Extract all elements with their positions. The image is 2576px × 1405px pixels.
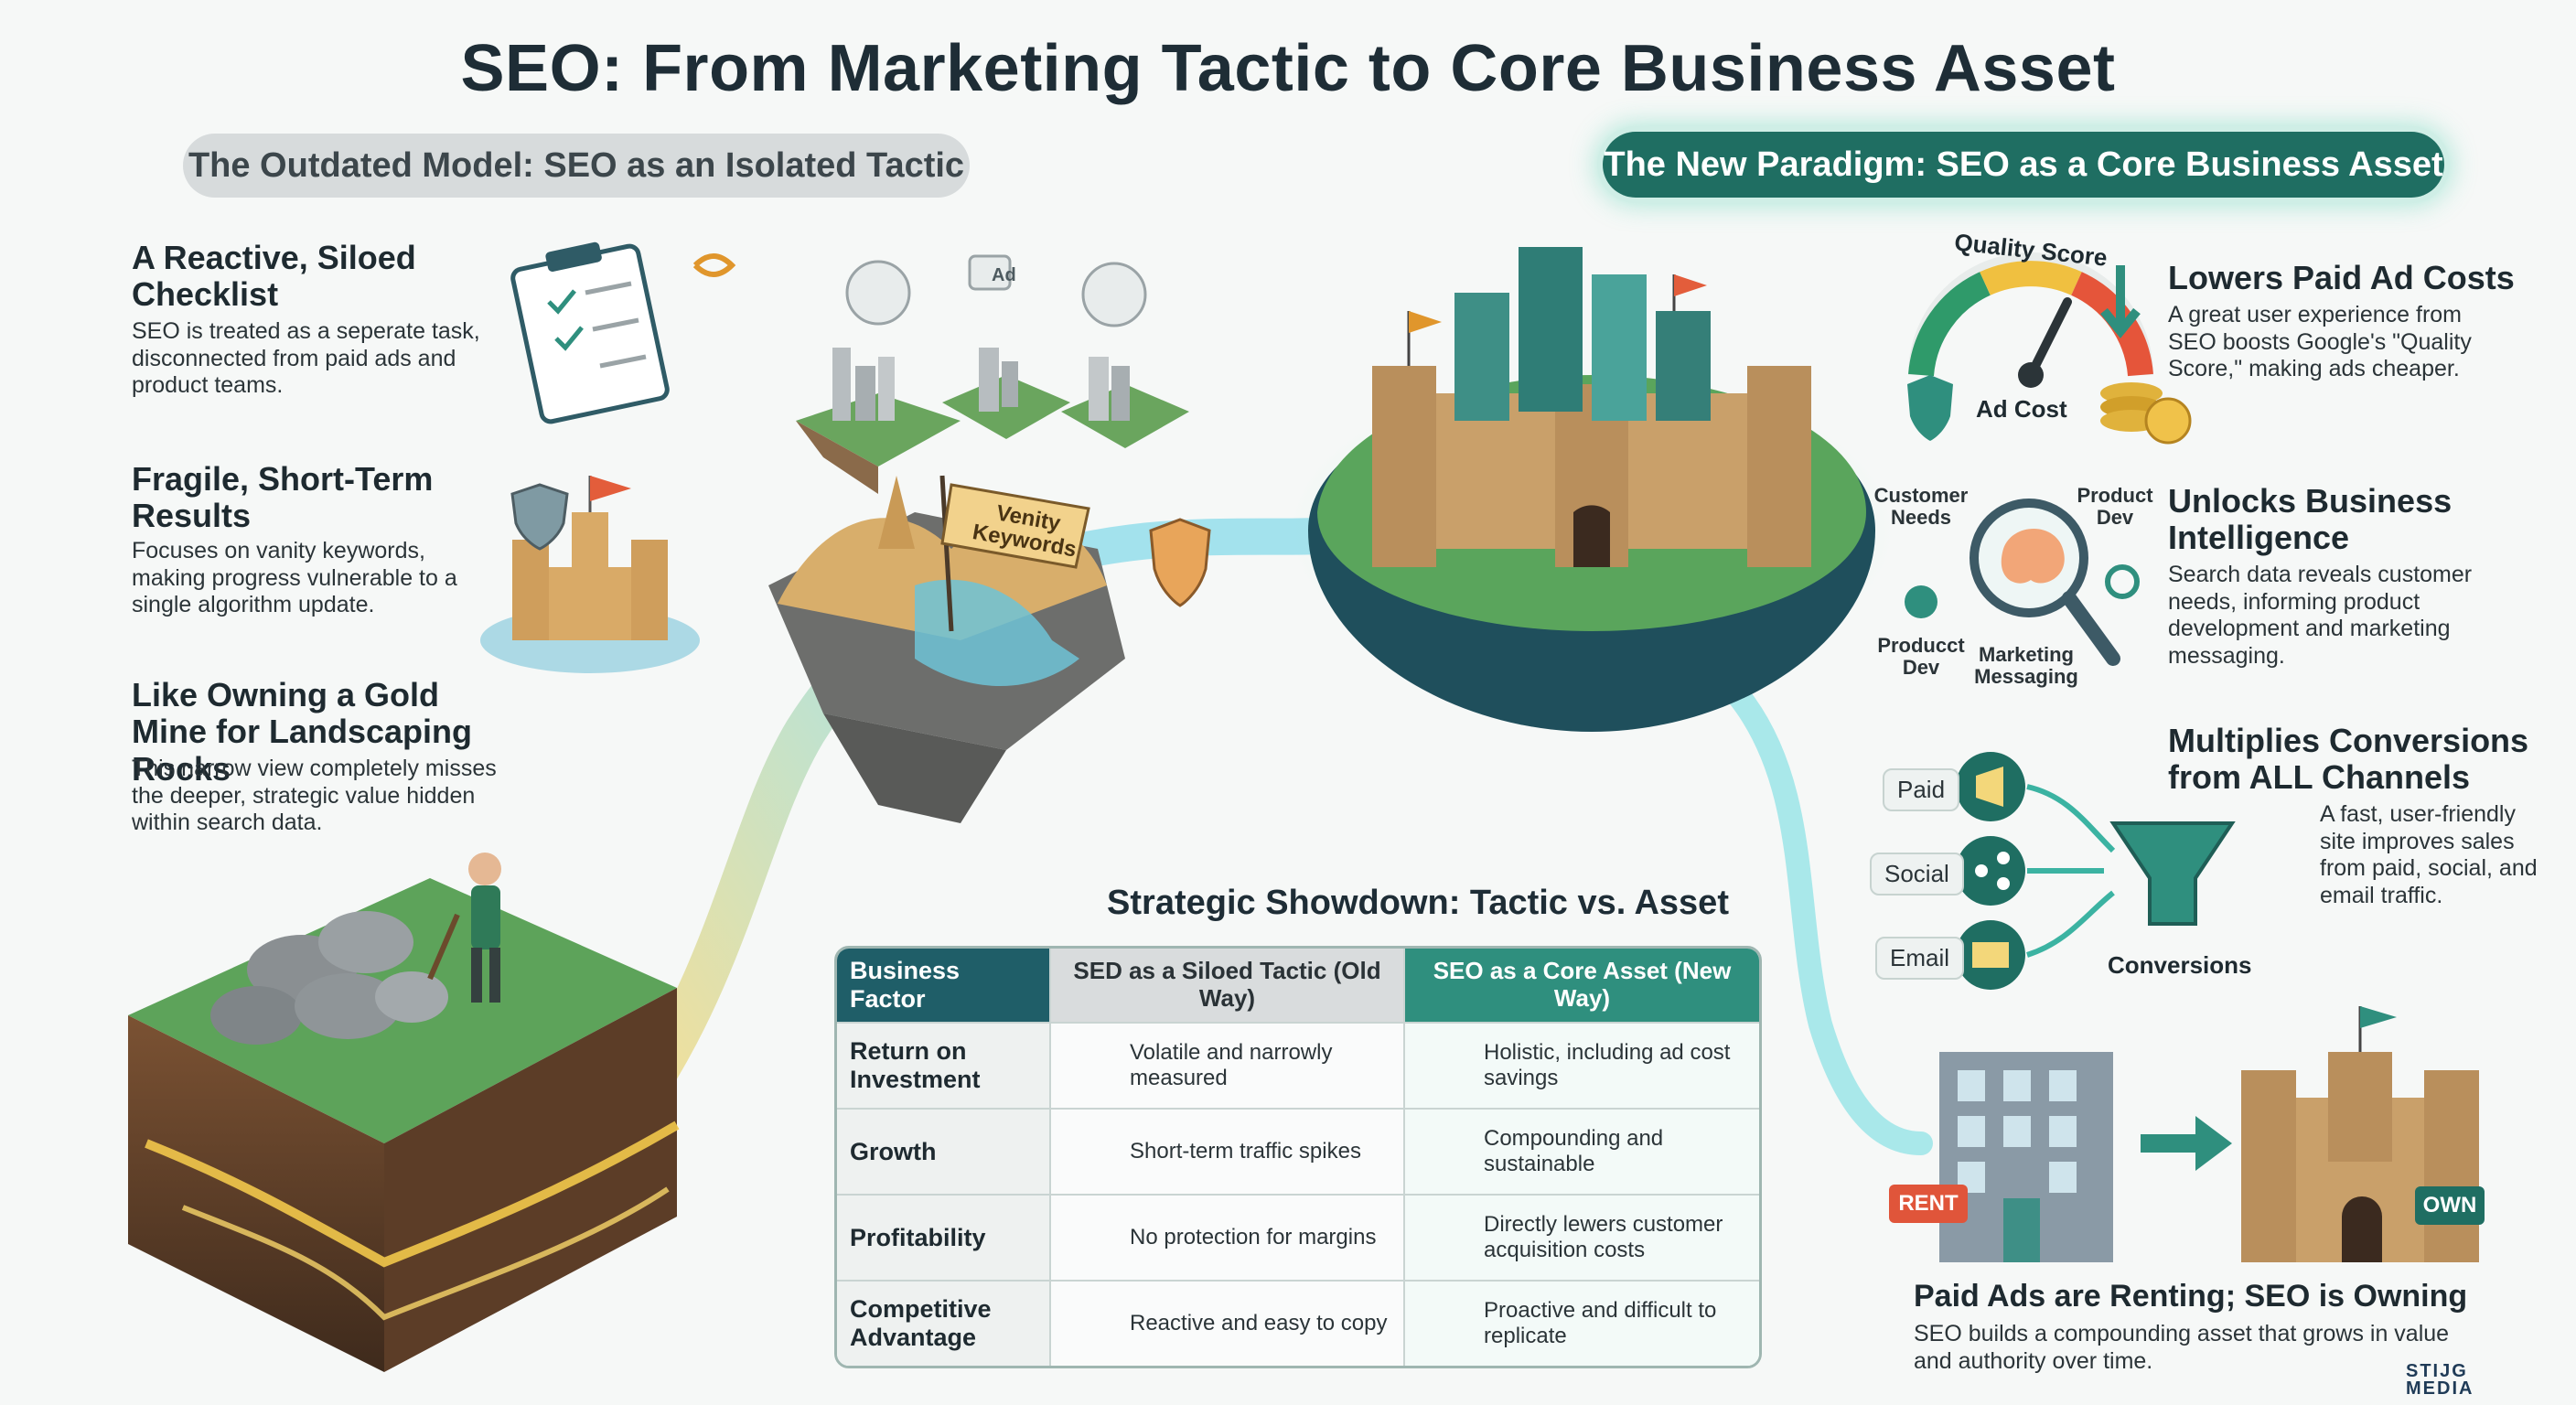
row-factor: Growth bbox=[837, 1110, 1051, 1194]
river-to-building bbox=[1726, 683, 1933, 1155]
right-point-2-body: Search data reveals customer needs, info… bbox=[2168, 562, 2473, 669]
tree-icon bbox=[1405, 1112, 1484, 1191]
sand-island-illustration bbox=[768, 476, 1125, 823]
row-factor: Return on Investment bbox=[837, 1024, 1051, 1108]
bi-product-dev-top-label: Product Dev bbox=[2077, 484, 2153, 530]
floating-islands bbox=[796, 254, 1189, 494]
row-new: Directly lewers customer acquisition cos… bbox=[1484, 1212, 1723, 1262]
row-new: Compounding and sustainable bbox=[1484, 1126, 1664, 1176]
declining-chart-icon bbox=[1051, 1026, 1130, 1105]
right-point-3-body: A fast, user-friendly site improves sale… bbox=[2320, 801, 2538, 908]
left-point-1-heading: A Reactive, Siloed Checklist bbox=[132, 239, 416, 314]
old-model-label: The Outdated Model: SEO as an Isolated T… bbox=[183, 134, 970, 198]
new-model-label: The New Paradigm: SEO as a Core Business… bbox=[1603, 132, 2444, 198]
broken-cash-icon bbox=[1051, 1198, 1130, 1277]
bi-product-dev-left-label: Producct Dev bbox=[1877, 634, 1965, 680]
table-row: Growth Short-term traffic spikes Compoun… bbox=[837, 1108, 1759, 1194]
renting-owning-heading: Paid Ads are Renting; SEO is Owning bbox=[1914, 1279, 2468, 1314]
rent-own-illustration bbox=[1889, 1006, 2485, 1262]
channel-social-label: Social bbox=[1870, 853, 1964, 896]
header-old-way: SED as a Siloed Tactic (Old Way) bbox=[1051, 949, 1405, 1022]
gold-mine-illustration bbox=[128, 853, 680, 1372]
vanity-flag bbox=[939, 475, 1090, 632]
magnifier-illustration bbox=[1905, 499, 2140, 666]
person-icon bbox=[1051, 1284, 1130, 1363]
knight-shield-icon bbox=[1405, 1284, 1484, 1363]
sprout-icon bbox=[1051, 1112, 1130, 1191]
conversions-label: Conversions bbox=[2108, 951, 2252, 979]
row-new: Proactive and difficult to replicate bbox=[1484, 1298, 1717, 1348]
right-point-3-heading: Multiplies Conversions from ALL Channels bbox=[2168, 722, 2529, 797]
header-new-way: SEO as a Core Asset (New Way) bbox=[1405, 949, 1759, 1022]
row-old: No protection for margins bbox=[1130, 1225, 1377, 1250]
table-header-row: Business Factor SED as a Siloed Tactic (… bbox=[837, 949, 1759, 1022]
renting-owning-body: SEO builds a compounding asset that grow… bbox=[1914, 1321, 2450, 1374]
table-title: Strategic Showdown: Tactic vs. Asset bbox=[1107, 884, 1729, 922]
page-title: SEO: From Marketing Tactic to Core Busin… bbox=[460, 32, 2116, 105]
sandcastle-illustration bbox=[480, 476, 700, 673]
channel-email-label: Email bbox=[1875, 937, 1965, 980]
growth-chart-icon bbox=[1405, 1026, 1484, 1105]
left-point-1-body: SEO is treated as a seperate task, disco… bbox=[132, 318, 480, 398]
table-row: Competitive Advantage Reactive and easy … bbox=[837, 1280, 1759, 1366]
ad-cost-label: Ad Cost bbox=[1976, 395, 2067, 423]
channels-illustration bbox=[1956, 752, 2236, 990]
row-old: Volatile and narrowly measured bbox=[1130, 1040, 1333, 1090]
right-point-1-heading: Lowers Paid Ad Costs bbox=[2168, 259, 2515, 296]
right-point-2-heading: Unlocks Business Intelligence bbox=[2168, 482, 2453, 557]
brand-logo: STIJG MEDIA bbox=[2406, 1361, 2474, 1399]
own-sign: OWN bbox=[2422, 1193, 2477, 1217]
quality-gauge-illustration bbox=[1907, 252, 2192, 445]
row-old: Reactive and easy to copy bbox=[1130, 1311, 1388, 1336]
left-point-3-heading: Like Owning a Gold Mine for Landscaping … bbox=[132, 676, 473, 788]
cracked-shield-icon bbox=[1149, 518, 1211, 607]
row-factor: Profitability bbox=[837, 1196, 1051, 1280]
left-point-2-body: Focuses on vanity keywords, making progr… bbox=[132, 538, 457, 617]
bi-marketing-label: Marketing Messaging bbox=[1974, 643, 2078, 689]
row-new: Holistic, including ad cost savings bbox=[1484, 1040, 1731, 1090]
brand-line-1: STIJG bbox=[2406, 1361, 2468, 1381]
bi-customer-needs-label: Customer Needs bbox=[1873, 484, 1969, 530]
row-old: Short-term traffic spikes bbox=[1130, 1139, 1361, 1164]
row-factor: Competitive Advantage bbox=[837, 1282, 1051, 1366]
table-row: Return on Investment Volatile and narrow… bbox=[837, 1022, 1759, 1108]
right-point-1-body: A great user experience from SEO boosts … bbox=[2168, 302, 2472, 381]
header-business-factor: Business Factor bbox=[837, 949, 1051, 1022]
table-row: Profitability No protection for margins … bbox=[837, 1194, 1759, 1280]
rent-sign: RENT bbox=[1898, 1191, 1959, 1216]
showdown-table: Business Factor SED as a Siloed Tactic (… bbox=[834, 946, 1762, 1368]
castle-island-illustration bbox=[1290, 247, 1894, 732]
channel-paid-label: Paid bbox=[1883, 768, 1960, 811]
clipboard-illustration bbox=[510, 241, 736, 424]
shield-coins-icon bbox=[1405, 1198, 1484, 1277]
ad-tag-label: Ad bbox=[992, 265, 1016, 285]
left-point-3-body: This narrow view completely misses the d… bbox=[132, 756, 497, 835]
left-point-2-heading: Fragile, Short-Term Results bbox=[132, 460, 434, 535]
brand-line-2: MEDIA bbox=[2406, 1378, 2474, 1399]
